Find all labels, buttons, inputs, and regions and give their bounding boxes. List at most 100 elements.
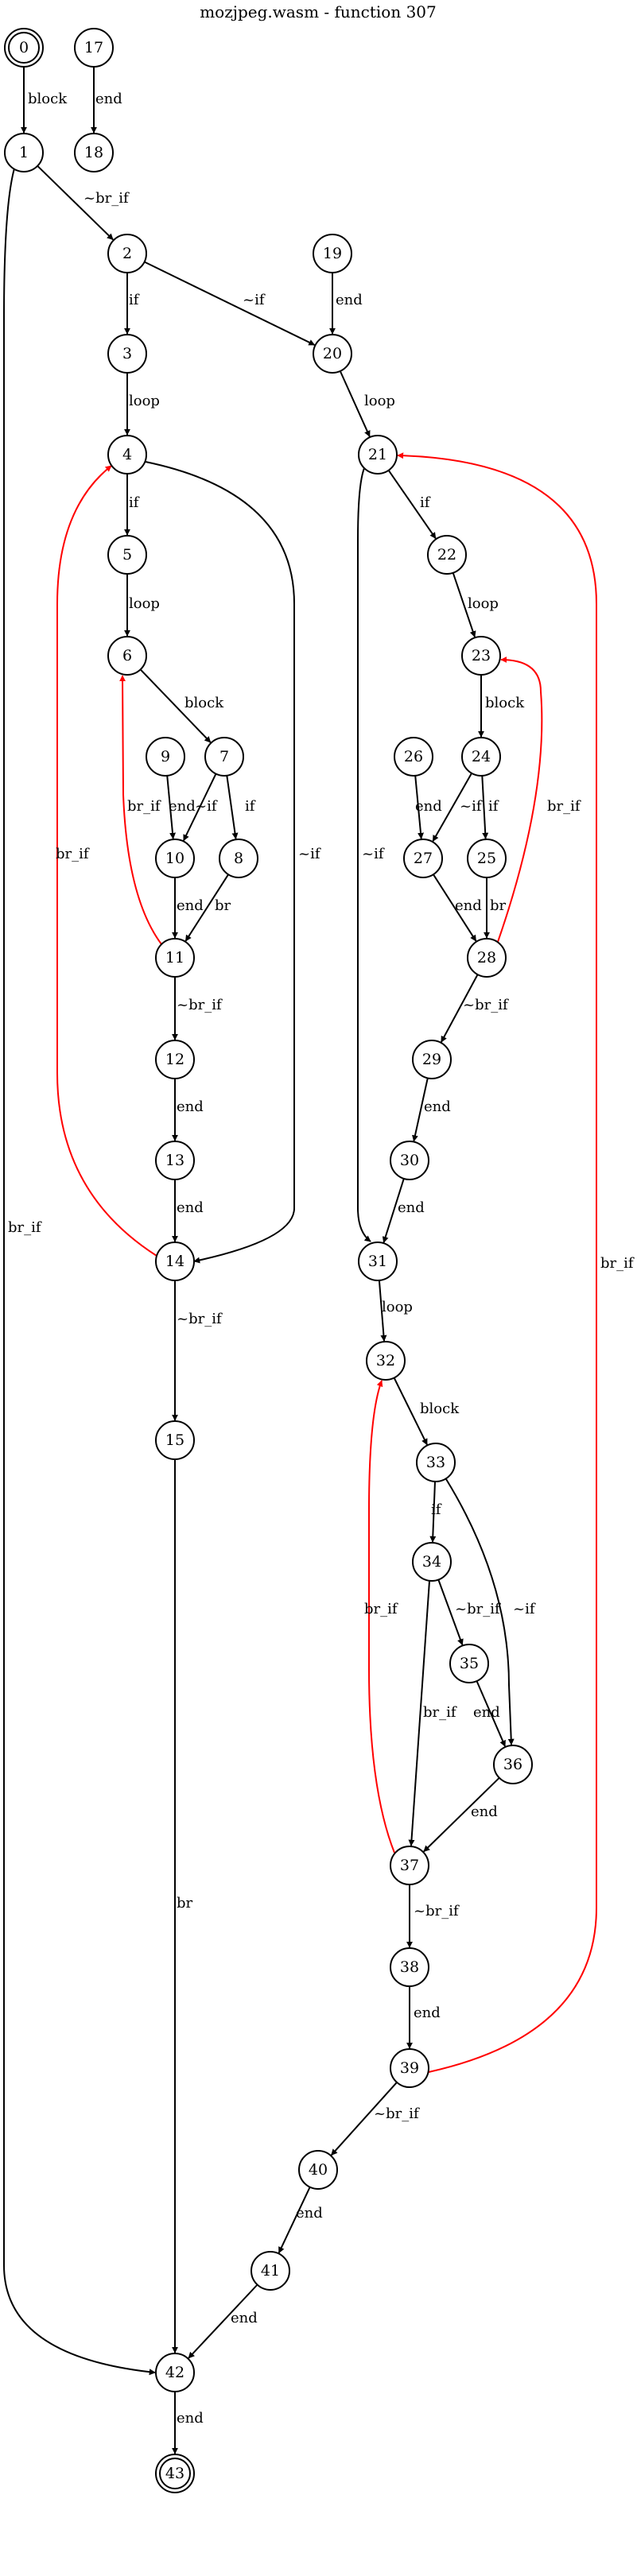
node-circle bbox=[74, 28, 114, 68]
edge-14-4: br_if bbox=[56, 465, 157, 1257]
node-circle bbox=[412, 1040, 452, 1079]
edge-label: end bbox=[296, 2205, 323, 2222]
edge-line bbox=[423, 1777, 500, 1853]
node-40: 40 bbox=[298, 2150, 338, 2190]
node-label: 13 bbox=[165, 1152, 184, 1169]
edge-label: ~if bbox=[362, 846, 385, 862]
node-label: 43 bbox=[165, 2465, 184, 2482]
edge-line bbox=[37, 165, 114, 241]
edge-label: end bbox=[473, 1704, 500, 1721]
node-circle bbox=[74, 133, 114, 172]
node-label: 36 bbox=[503, 1756, 522, 1773]
edge-24-27: ~if bbox=[432, 773, 483, 842]
edge-42-43: end bbox=[172, 2392, 204, 2454]
edge-4-14: ~if bbox=[145, 461, 321, 1264]
edge-21-22: if bbox=[387, 470, 437, 540]
edge-label: end bbox=[415, 798, 442, 815]
node-circle bbox=[204, 737, 244, 777]
node-label: 19 bbox=[323, 245, 342, 262]
edge-line bbox=[188, 2284, 258, 2359]
node-8: 8 bbox=[219, 839, 258, 878]
edge-33-36: ~if bbox=[445, 1478, 536, 1745]
edge-1-42: br_if bbox=[3, 168, 156, 2376]
node-label: 34 bbox=[422, 1553, 441, 1571]
edge-40-41: end bbox=[278, 2187, 323, 2254]
edge-label: br_if bbox=[600, 1255, 635, 1272]
node-label: 10 bbox=[165, 850, 184, 867]
node-label: 20 bbox=[323, 345, 342, 362]
edge-12-13: end bbox=[172, 1079, 204, 1141]
edge-line bbox=[433, 874, 477, 942]
edge-19-20: end bbox=[329, 273, 363, 335]
node-14: 14 bbox=[155, 1242, 195, 1281]
edge-11-6: br_if bbox=[119, 675, 162, 945]
node-label: 0 bbox=[19, 39, 29, 56]
edge-line bbox=[441, 974, 479, 1043]
edge-line bbox=[408, 1580, 430, 1846]
node-circle bbox=[146, 737, 185, 777]
node-circle bbox=[155, 1420, 195, 1460]
edge-label: ~br_if bbox=[463, 997, 509, 1013]
edge-label: end bbox=[336, 292, 363, 308]
node-30: 30 bbox=[390, 1141, 429, 1180]
edge-line bbox=[330, 2082, 398, 2156]
node-label: 33 bbox=[426, 1454, 445, 1471]
node-label: 31 bbox=[368, 1253, 387, 1270]
edge-line bbox=[184, 874, 229, 942]
edge-line bbox=[429, 1481, 437, 1543]
edge-line bbox=[412, 1078, 429, 1142]
node-12: 12 bbox=[155, 1040, 195, 1079]
edge-8-11: br bbox=[184, 874, 231, 942]
node-circle bbox=[449, 1644, 489, 1683]
node-circle bbox=[467, 938, 507, 978]
edge-line bbox=[56, 465, 157, 1257]
node-6: 6 bbox=[107, 636, 147, 676]
node-label: 26 bbox=[404, 748, 423, 765]
node-circle bbox=[155, 839, 195, 878]
edge-label: if bbox=[129, 292, 140, 308]
edge-label: ~if bbox=[195, 798, 218, 815]
edge-14-15: ~br_if bbox=[172, 1280, 223, 1421]
edge-41-42: end bbox=[188, 2284, 258, 2359]
edge-label: end bbox=[231, 2310, 258, 2326]
edge-37-38: ~br_if bbox=[406, 1885, 460, 1948]
edge-line bbox=[144, 261, 316, 346]
edge-36-37: end bbox=[423, 1777, 500, 1853]
edge-line bbox=[414, 775, 425, 839]
node-circle bbox=[155, 1242, 195, 1281]
edge-25-28: br bbox=[484, 877, 507, 939]
node-circle bbox=[155, 2353, 195, 2392]
node-9: 9 bbox=[146, 737, 185, 777]
node-label: 38 bbox=[400, 1958, 419, 1976]
edge-2-20: ~if bbox=[144, 261, 316, 346]
node-label: 4 bbox=[122, 446, 132, 463]
nodes: 0123456789101112131415171819202122232425… bbox=[4, 28, 533, 2493]
edge-line bbox=[445, 1478, 515, 1745]
node-38: 38 bbox=[390, 1947, 429, 1987]
node-label: 21 bbox=[368, 446, 387, 463]
node-21: 21 bbox=[358, 435, 398, 475]
edge-label: if bbox=[431, 1501, 442, 1518]
edge-37-32: br_if bbox=[364, 1380, 398, 1854]
edge-line bbox=[437, 1579, 464, 1646]
edge-label: end bbox=[414, 2005, 441, 2021]
node-10: 10 bbox=[155, 839, 195, 878]
edge-label: ~br_if bbox=[414, 1903, 460, 1919]
edge-28-29: ~br_if bbox=[441, 974, 509, 1043]
edge-line bbox=[3, 168, 156, 2376]
node-circle bbox=[390, 1947, 429, 1987]
node-label: 32 bbox=[376, 1352, 395, 1369]
edge-line bbox=[166, 775, 177, 839]
node-circle bbox=[107, 334, 147, 374]
edge-10-11: end bbox=[172, 877, 204, 939]
node-circle bbox=[467, 839, 507, 878]
node-34: 34 bbox=[412, 1542, 452, 1582]
edge-label: ~br_if bbox=[455, 1601, 501, 1617]
node-circle bbox=[390, 1846, 429, 1885]
node-37: 37 bbox=[390, 1846, 429, 1885]
node-42: 42 bbox=[155, 2353, 195, 2392]
node-circle bbox=[416, 1443, 456, 1482]
edge-line bbox=[226, 775, 239, 839]
edge-label: br bbox=[177, 1895, 193, 1912]
node-label: 2 bbox=[122, 245, 132, 262]
